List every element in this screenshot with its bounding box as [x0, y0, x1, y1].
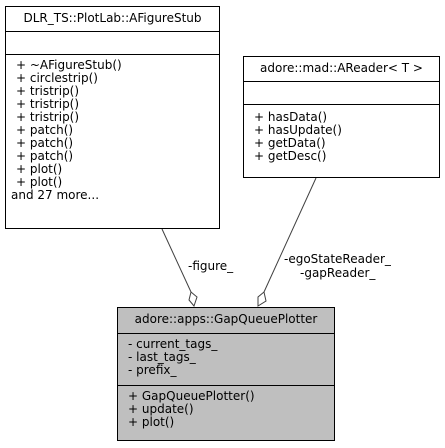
class-title: adore::apps::GapQueuePlotter	[134, 312, 318, 326]
class-gapqueueplotter[interactable]: adore::apps::GapQueuePlotter - current_t…	[117, 307, 335, 441]
method-item: + patch()	[16, 149, 74, 163]
attributes-section	[6, 31, 219, 54]
method-item: + hasUpdate()	[254, 123, 342, 137]
attributes-section	[244, 81, 439, 104]
attribute-item: - last_tags_	[128, 350, 196, 364]
method-item: + patch()	[16, 136, 74, 150]
methods-section: + GapQueuePlotter() + update() + plot()	[118, 385, 334, 430]
method-item: + GapQueuePlotter()	[128, 389, 255, 403]
method-item: + hasData()	[254, 110, 328, 124]
method-item: + plot()	[128, 415, 175, 429]
method-item: + ~AFigureStub()	[16, 58, 122, 72]
method-item: + circlestrip()	[16, 71, 98, 85]
method-item: + tristrip()	[16, 97, 80, 111]
attributes-section: - current_tags_ - last_tags_ - prefix_	[118, 333, 334, 385]
methods-section: + hasData() + hasUpdate() + getData() + …	[244, 104, 439, 164]
methods-section: + ~AFigureStub() + circlestrip() + trist…	[6, 54, 219, 203]
reader-edge-label-2: -gapReader_	[300, 266, 376, 280]
more-methods-note: and 27 more...	[11, 188, 100, 202]
method-item: + patch()	[16, 123, 74, 137]
class-areader[interactable]: adore::mad::AReader< T > + hasData() + h…	[243, 56, 440, 178]
figure-diamond	[188, 291, 198, 308]
method-item: + update()	[128, 402, 194, 416]
method-item: + plot()	[16, 162, 63, 176]
class-afigurestub[interactable]: DLR_TS::PlotLab::AFigureStub + ~AFigureS…	[5, 6, 220, 229]
reader-edge	[263, 177, 317, 293]
figure-edge-label: -figure_	[188, 259, 234, 273]
method-item: + tristrip()	[16, 84, 80, 98]
method-item: + plot()	[16, 175, 63, 189]
attribute-item: - current_tags_	[128, 337, 218, 351]
method-item: + tristrip()	[16, 110, 80, 124]
figure-edge	[161, 228, 192, 293]
class-title: adore::mad::AReader< T >	[260, 61, 423, 75]
reader-diamond	[257, 291, 267, 307]
method-item: + getData()	[254, 136, 326, 150]
attribute-item: - prefix_	[128, 363, 177, 377]
method-item: + getDesc()	[254, 149, 327, 163]
reader-edge-label-1: -egoStateReader_	[284, 252, 391, 266]
class-title: DLR_TS::PlotLab::AFigureStub	[23, 11, 202, 25]
